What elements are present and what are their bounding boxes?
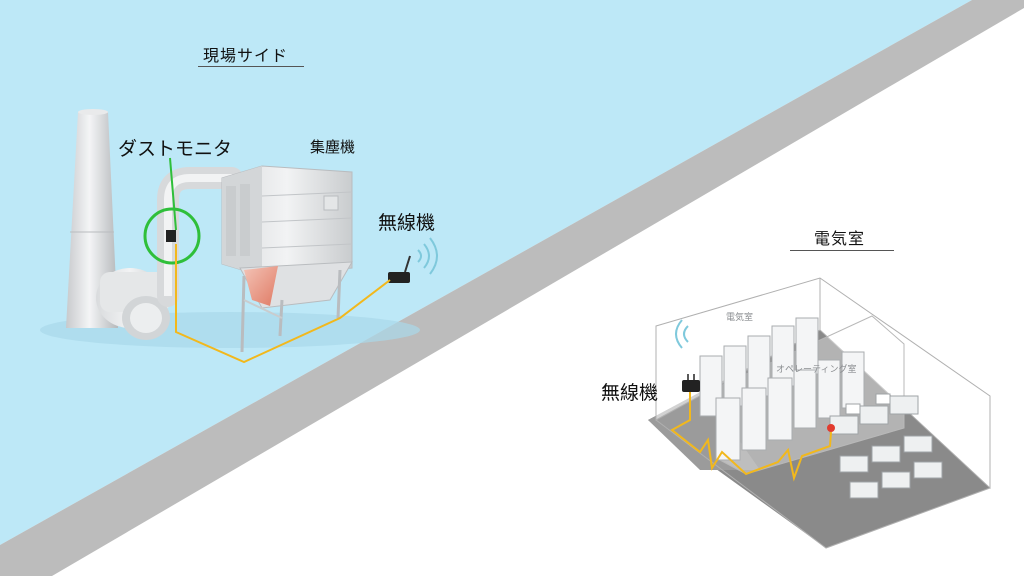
dust-monitor-label: ダストモニタ (118, 138, 233, 160)
operator-desks (829, 393, 943, 499)
electrical-room-title-underline (790, 250, 894, 251)
dust-monitor-device (166, 230, 176, 242)
room-cable (670, 392, 832, 482)
room-sign: 電気室 (726, 313, 754, 323)
dust-collector-label: 集塵機 (310, 138, 356, 156)
electrical-room-title: 電気室 (814, 229, 866, 248)
field-cable (175, 244, 391, 364)
field-side-title: 現場サイド (203, 46, 289, 65)
alarm-lamp (827, 424, 835, 432)
field-wireless-unit (388, 237, 438, 283)
room-wireless-unit (675, 319, 700, 392)
duct-pipe (157, 167, 243, 307)
dust-collector (221, 165, 353, 353)
dust-monitor-ring (143, 207, 201, 265)
room-wireless-label: 無線機 (601, 382, 659, 404)
field-wireless-label: 無線機 (378, 212, 436, 234)
field-side-title-underline (198, 66, 304, 67)
blower-fan (96, 268, 170, 340)
dust-monitor-leader-line (169, 157, 177, 231)
operating-room-sign: オペレーティング室 (776, 365, 857, 375)
switchgear-cabinets (699, 317, 865, 461)
